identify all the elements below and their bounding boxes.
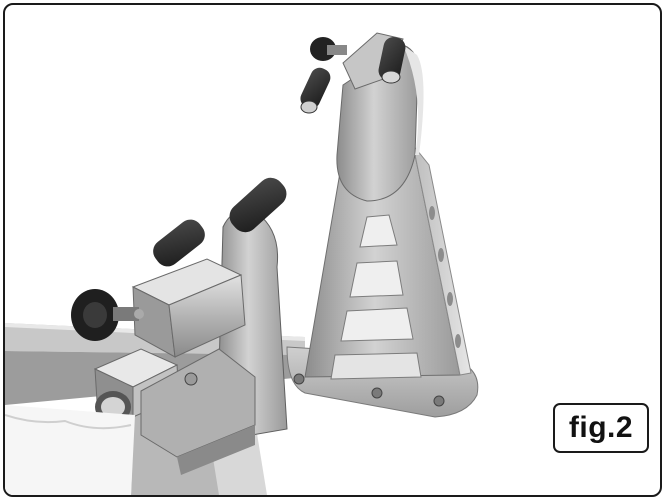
clamp-knob-icon (71, 289, 144, 341)
rubber-peg-icon (378, 37, 406, 84)
rubber-peg-icon (300, 67, 331, 114)
lower-left-floor (5, 405, 135, 495)
rubber-peg-icon (153, 219, 205, 267)
photo-bike-stand-clamps (5, 32, 479, 495)
figure-label: fig.2 (553, 403, 649, 453)
clamp-knob-icon (310, 37, 347, 61)
figure-frame: fig.2 (3, 3, 662, 497)
rubber-peg-icon (229, 177, 287, 233)
rear-clamp-stand (286, 32, 479, 418)
front-clamp-assembly (71, 177, 288, 495)
